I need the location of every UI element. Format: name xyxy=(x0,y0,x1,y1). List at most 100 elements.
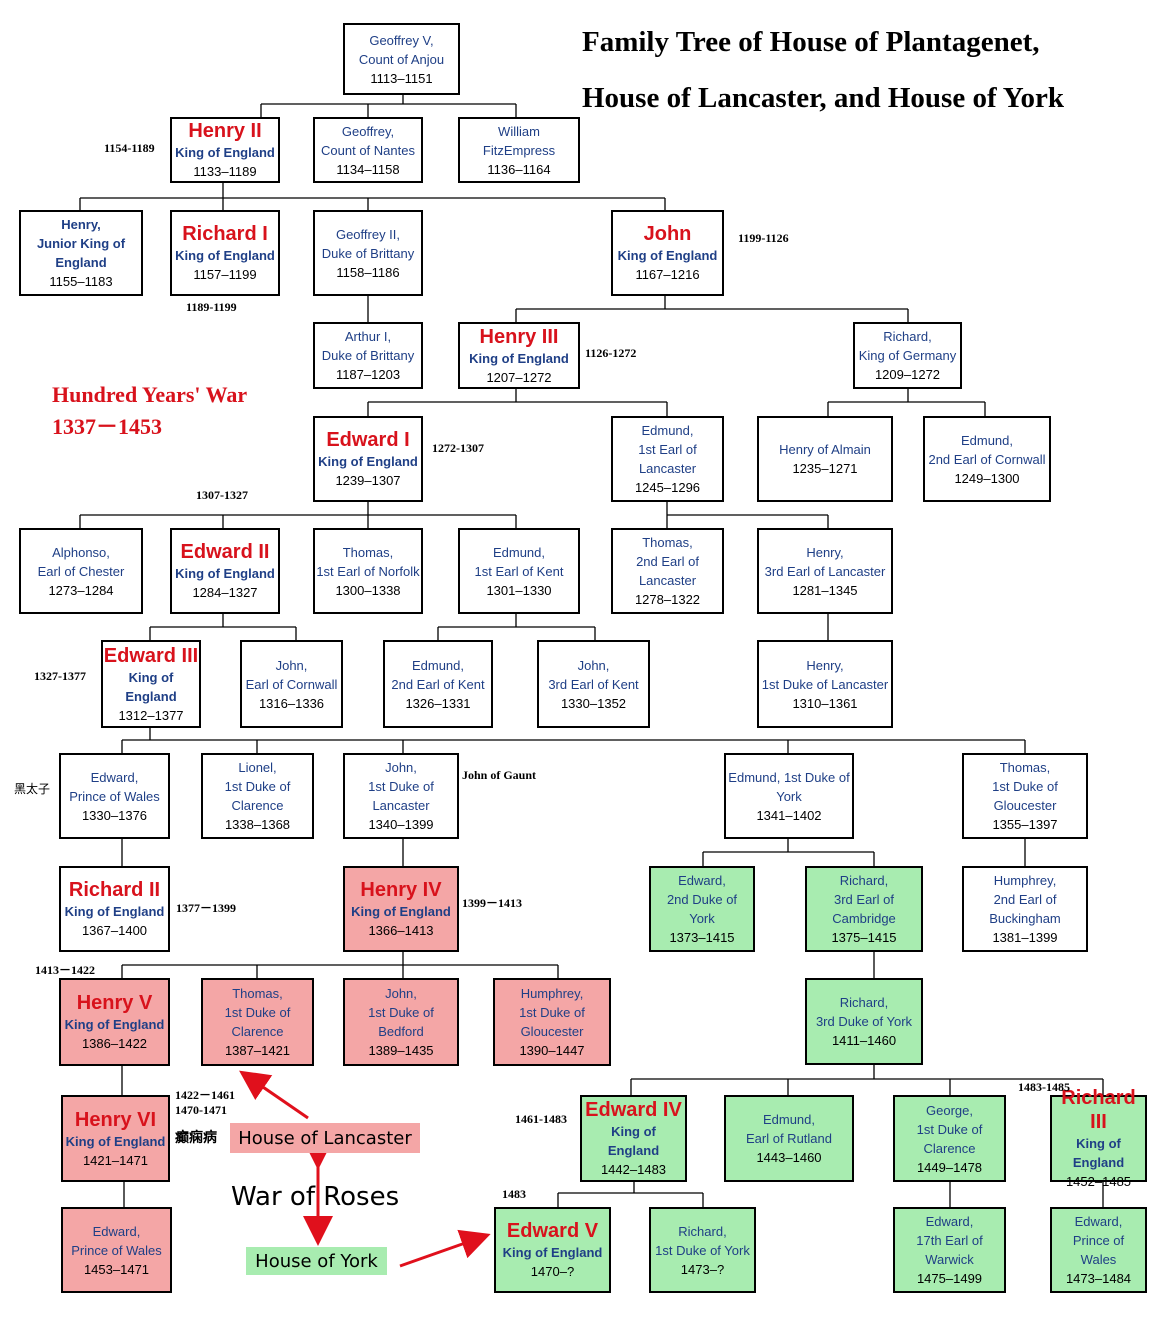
king-name: Henry VI xyxy=(74,1108,157,1131)
person-years: 1273–1284 xyxy=(48,582,114,598)
person-title: Duke of Brittany xyxy=(321,245,415,261)
person-years: 1443–1460 xyxy=(756,1150,822,1165)
node-lionel: Lionel, 1st Duke of Clarence 1338–1368 xyxy=(201,753,314,839)
person-years: 1209–1272 xyxy=(874,367,941,382)
person-title: Prince of xyxy=(1072,1233,1125,1248)
diagram-title-line-2: House of Lancaster, and House of York xyxy=(582,82,1065,114)
person-years: 1338–1368 xyxy=(224,817,291,832)
king-title: King of England xyxy=(469,350,569,366)
node-edward-v: Edward V King of England 1470–? xyxy=(494,1207,611,1293)
king-title: King of England xyxy=(175,248,275,263)
person-title: Count of Anjou xyxy=(358,51,445,67)
person-years: 1330–1352 xyxy=(560,695,627,711)
node-henry-vi: Henry VI King of England 1421–1471 xyxy=(61,1095,170,1182)
king-name: Edward I xyxy=(326,429,410,451)
person-name: Henry, xyxy=(806,544,844,560)
node-edward-prince-wales-1473: Edward, Prince of Wales 1473–1484 xyxy=(1050,1207,1147,1293)
node-edmund-1st-duke-york: Edmund, 1st Duke of York 1341–1402 xyxy=(724,753,854,839)
person-title: 17th Earl of xyxy=(916,1233,983,1248)
person-years: 1381–1399 xyxy=(992,930,1058,945)
person-title: 2nd Earl of xyxy=(993,892,1057,907)
king-title: King of England xyxy=(617,248,718,263)
person-title: 1st Duke of xyxy=(519,1005,585,1020)
person-title: Clarence xyxy=(231,1024,284,1039)
person-title: 1st Duke of xyxy=(368,1005,434,1020)
node-richard-germany: Richard, King of Germany 1209–1272 xyxy=(853,322,962,389)
node-edward-iv: Edward IV King of England 1442–1483 xyxy=(580,1095,687,1182)
person-title: 2nd Earl of xyxy=(636,554,699,569)
node-john-of-gaunt: John, 1st Duke of Lancaster 1340–1399 xyxy=(343,753,459,839)
node-edmund-1st-earl-kent: Edmund, 1st Earl of Kent 1301–1330 xyxy=(458,528,580,614)
person-title: 1st Duke of xyxy=(224,779,291,794)
node-richard-earl-cambridge: Richard, 3rd Earl of Cambridge 1375–1415 xyxy=(805,866,923,952)
person-title: Clarence xyxy=(231,798,284,813)
node-henry-young-king: Henry, Junior King of England 1155–1183 xyxy=(19,210,143,296)
node-humphrey-duke-gloucester: Humphrey, 1st Duke of Gloucester 1390–14… xyxy=(493,978,611,1066)
node-arthur-i: Arthur I, Duke of Brittany 1187–1203 xyxy=(313,322,423,389)
node-edmund-earl-rutland: Edmund, Earl of Rutland 1443–1460 xyxy=(724,1095,854,1182)
house-of-york-label: House of York xyxy=(246,1247,387,1275)
person-years: 1340–1399 xyxy=(368,817,434,832)
node-edward-prince-wales-1453: Edward, Prince of Wales 1453–1471 xyxy=(61,1207,172,1293)
note-henry-vi-illness: 癫痫病 xyxy=(175,1130,217,1146)
king-title: England xyxy=(1072,1155,1125,1170)
person-years: 1390–1447 xyxy=(519,1043,585,1058)
person-name: Edward, xyxy=(925,1214,974,1229)
node-edmund-earl-cornwall: Edmund, 2nd Earl of Cornwall 1249–1300 xyxy=(923,416,1051,502)
person-years: 1473–1484 xyxy=(1065,1271,1132,1286)
reign-note-henry-vi-second: 1470-1471 xyxy=(175,1103,227,1117)
person-years: 1278–1322 xyxy=(634,592,701,607)
person-title: Clarence xyxy=(923,1140,976,1156)
king-title: King of England xyxy=(64,1017,165,1032)
note-john-of-gaunt: John of Gaunt xyxy=(462,768,537,782)
person-years: 1158–1186 xyxy=(336,264,400,280)
node-henry-v: Henry V King of England 1386–1422 xyxy=(59,978,170,1066)
person-title: Gloucester xyxy=(520,1024,584,1039)
reign-note-henry-ii: 1154-1189 xyxy=(104,141,155,155)
reign-note-edward-i: 1272-1307 xyxy=(432,441,484,455)
person-years: 1134–1158 xyxy=(336,161,400,177)
king-name: Henry III xyxy=(479,325,559,348)
node-humphrey-buckingham: Humphrey, 2nd Earl of Buckingham 1381–13… xyxy=(962,866,1088,952)
node-henry-iv: Henry IV King of England 1366–1413 xyxy=(343,866,459,952)
king-name: Henry V xyxy=(76,992,153,1014)
person-name: Edmund, xyxy=(411,657,465,673)
person-name: Richard, xyxy=(678,1223,727,1239)
person-years: 1113–1151 xyxy=(370,70,433,86)
person-years: 1453–1471 xyxy=(83,1261,150,1277)
person-years: 1367–1400 xyxy=(81,923,148,938)
king-name: Edward V xyxy=(506,1220,599,1242)
person-years: 1245–1296 xyxy=(634,480,701,495)
person-title: 1st Earl of Kent xyxy=(474,563,564,579)
person-years: 1387–1421 xyxy=(224,1043,291,1058)
person-title: 1st Duke of xyxy=(992,779,1058,794)
node-thomas-duke-gloucester: Thomas, 1st Duke of Gloucester 1355–1397 xyxy=(962,753,1088,839)
node-john-duke-bedford: John, 1st Duke of Bedford 1389–1435 xyxy=(343,978,459,1066)
hundred-years-war-title: Hundred Years' War xyxy=(52,382,248,407)
person-title: York xyxy=(689,911,715,926)
person-title: 1st Duke of xyxy=(224,1005,291,1020)
person-name: George, xyxy=(926,1102,973,1118)
king-name: Edward III xyxy=(103,644,199,667)
node-thomas-duke-clarence: Thomas, 1st Duke of Clarence 1387–1421 xyxy=(201,978,314,1066)
person-name: Edward, xyxy=(92,1223,141,1239)
reign-note-edward-iii: 1327-1377 xyxy=(34,669,86,683)
person-title: Wales xyxy=(1080,1252,1117,1267)
note-black-prince: 黑太子 xyxy=(14,782,51,796)
person-years: 1449–1478 xyxy=(916,1159,983,1175)
person-years: 1281–1345 xyxy=(792,582,858,598)
node-henry-iii: Henry III King of England 1207–1272 xyxy=(458,322,580,389)
person-name: Edward, xyxy=(678,873,726,888)
node-william-fitzempress: William FitzEmpress 1136–1164 xyxy=(458,117,580,183)
person-title: Warwick xyxy=(925,1252,974,1267)
king-title: King of England xyxy=(64,904,165,919)
person-years: 1133–1189 xyxy=(193,164,257,179)
king-name: Henry IV xyxy=(360,879,442,901)
war-of-roses-label: War of Roses xyxy=(231,1182,400,1212)
king-name: Richard III xyxy=(1061,1087,1136,1133)
person-years: 1235–1271 xyxy=(792,461,858,476)
king-title: King of England xyxy=(175,145,275,160)
king-title: King of England xyxy=(175,566,275,581)
person-years: 1366–1413 xyxy=(368,923,434,938)
